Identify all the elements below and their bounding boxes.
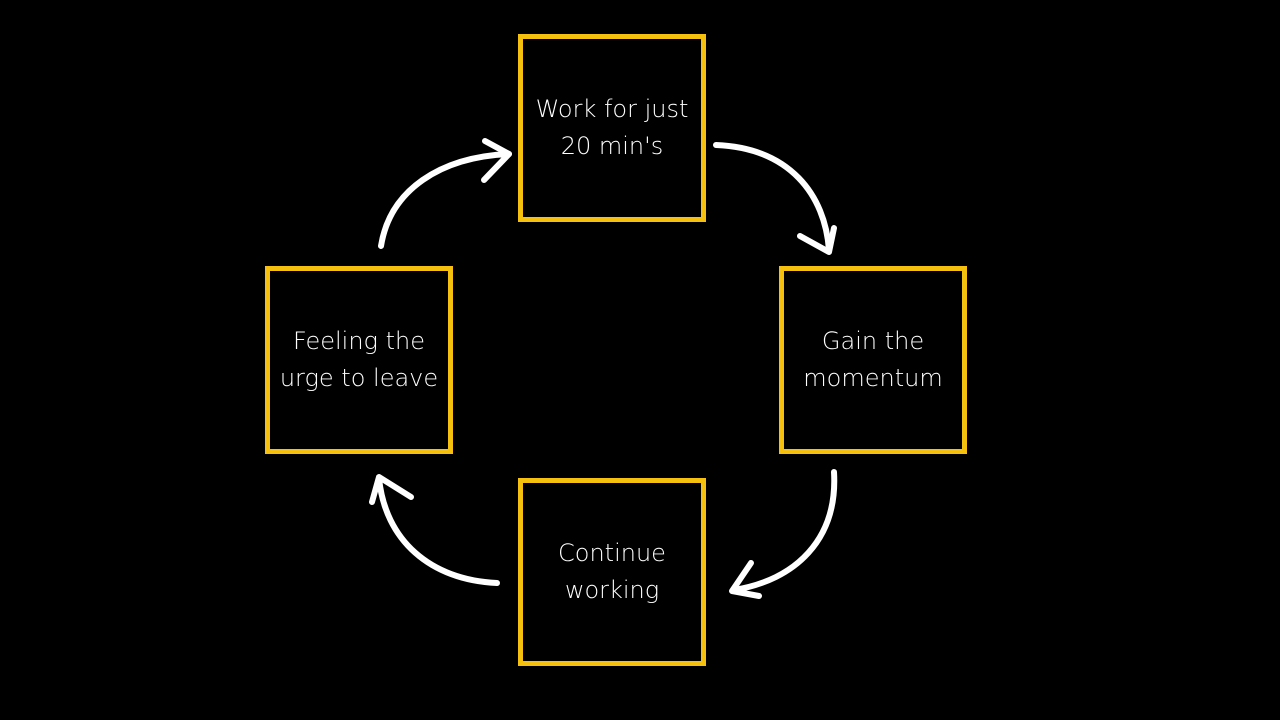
- arrow-urge-to-work: [378, 138, 512, 249]
- step-box-continue: Continue working: [518, 478, 706, 666]
- step-box-work: Work for just 20 min's: [518, 34, 706, 222]
- arrow-continue-to-urge: [369, 474, 500, 586]
- step-label-urge: Feeling the urge to leave: [279, 327, 439, 392]
- step-label-work: Work for just 20 min's: [535, 95, 689, 160]
- step-label-momentum: Gain the momentum: [803, 327, 943, 392]
- step-label-continue: Continue working: [558, 539, 666, 604]
- step-box-urge: Feeling the urge to leave: [265, 266, 453, 454]
- arrow-work-to-momentum: [713, 142, 837, 255]
- arrow-momentum-to-continue: [729, 469, 838, 599]
- step-box-momentum: Gain the momentum: [779, 266, 967, 454]
